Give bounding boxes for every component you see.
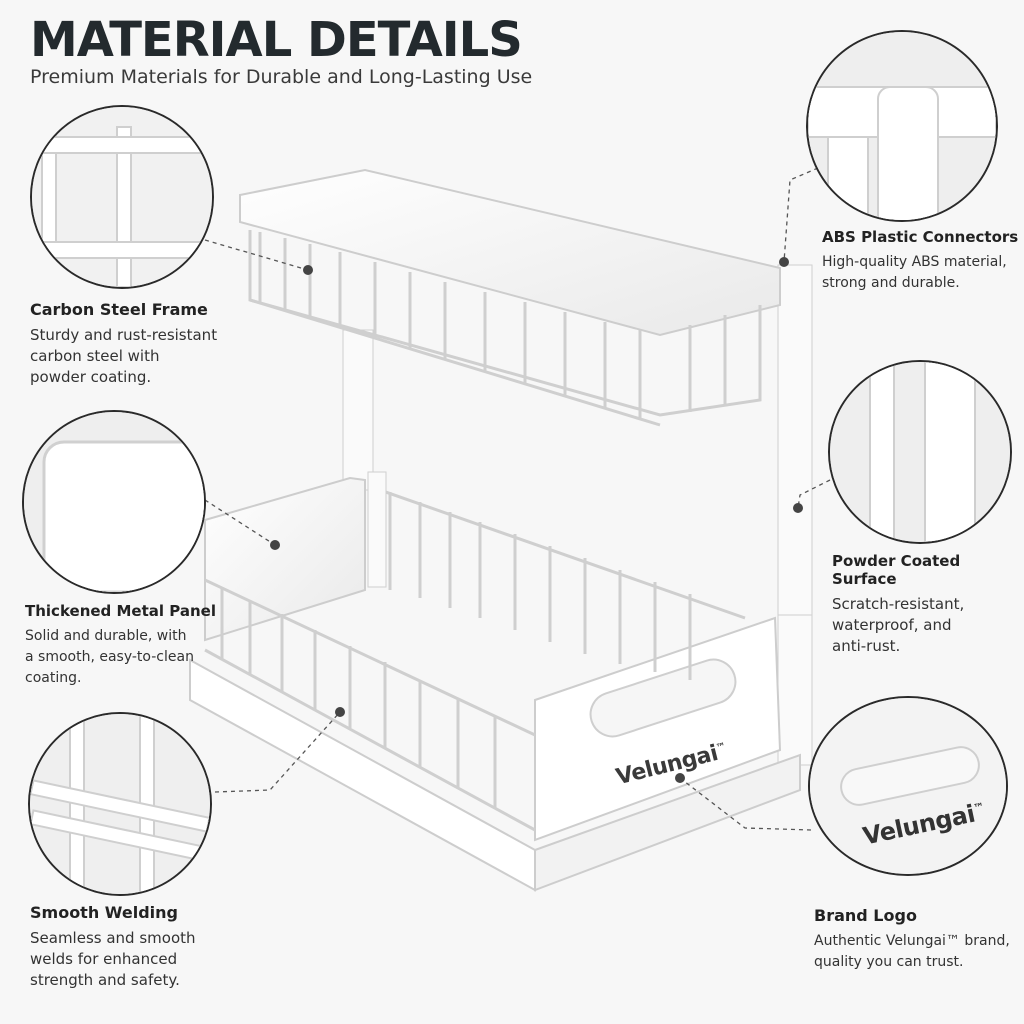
feature-line: coating. bbox=[25, 670, 82, 686]
feature-powder-coated-surface: Powder Coated Surface Scratch-resistant,… bbox=[832, 552, 1022, 657]
feature-title: Powder Coated Surface bbox=[832, 552, 961, 588]
weld-closeup-icon bbox=[30, 714, 210, 894]
right-post bbox=[777, 264, 813, 766]
page-title: MATERIAL DETAILS bbox=[30, 12, 523, 68]
feature-line: waterproof, and bbox=[832, 616, 952, 634]
feature-line: carbon steel with bbox=[30, 347, 160, 365]
feature-thickened-metal-panel: Thickened Metal Panel Solid and durable,… bbox=[25, 602, 225, 689]
feature-line: powder coating. bbox=[30, 368, 152, 386]
feature-carbon-steel-frame: Carbon Steel Frame Sturdy and rust-resis… bbox=[30, 300, 230, 388]
feature-title: ABS Plastic Connectors bbox=[822, 228, 1019, 246]
panel-closeup-icon bbox=[24, 412, 204, 592]
feature-smooth-welding: Smooth Welding Seamless and smooth welds… bbox=[30, 903, 230, 991]
feature-title: Smooth Welding bbox=[30, 903, 178, 922]
upper-basket bbox=[239, 168, 781, 427]
feature-line: quality you can trust. bbox=[814, 954, 964, 970]
feature-line: strong and durable. bbox=[822, 275, 960, 291]
feature-line: strength and safety. bbox=[30, 971, 180, 989]
frame-closeup-icon bbox=[32, 107, 212, 287]
feature-title: Carbon Steel Frame bbox=[30, 300, 208, 319]
detail-circle-connectors bbox=[806, 30, 998, 222]
feature-line: Sturdy and rust-resistant bbox=[30, 326, 218, 344]
feature-line: Authentic Velungai™ brand, bbox=[814, 933, 1010, 949]
page-subtitle: Premium Materials for Durable and Long-L… bbox=[30, 66, 533, 88]
feature-line: Seamless and smooth bbox=[30, 929, 196, 947]
detail-circle-panel bbox=[22, 410, 206, 594]
feature-title: Thickened Metal Panel bbox=[25, 602, 216, 620]
feature-line: High-quality ABS material, bbox=[822, 254, 1007, 270]
detail-circle-logo: Velungai™ bbox=[808, 696, 1008, 876]
feature-line: welds for enhanced bbox=[30, 950, 178, 968]
feature-brand-logo: Brand Logo Authentic Velungai™ brand, qu… bbox=[814, 906, 1022, 973]
logo-closeup-icon bbox=[810, 698, 1006, 874]
left-post bbox=[342, 329, 374, 491]
detail-circle-welding bbox=[28, 712, 212, 896]
surface-closeup-icon bbox=[830, 362, 1010, 542]
feature-abs-plastic-connectors: ABS Plastic Connectors High-quality ABS … bbox=[822, 228, 1022, 294]
feature-title: Brand Logo bbox=[814, 906, 917, 925]
connector-closeup-icon bbox=[808, 32, 996, 220]
lower-tray bbox=[189, 471, 801, 892]
detail-circle-surface bbox=[828, 360, 1012, 544]
feature-line: Solid and durable, with bbox=[25, 628, 187, 644]
leader-dots bbox=[270, 257, 803, 783]
feature-line: Scratch-resistant, bbox=[832, 595, 965, 613]
feature-line: anti-rust. bbox=[832, 637, 901, 655]
feature-line: a smooth, easy-to-clean bbox=[25, 649, 194, 665]
detail-circle-frame bbox=[30, 105, 214, 289]
